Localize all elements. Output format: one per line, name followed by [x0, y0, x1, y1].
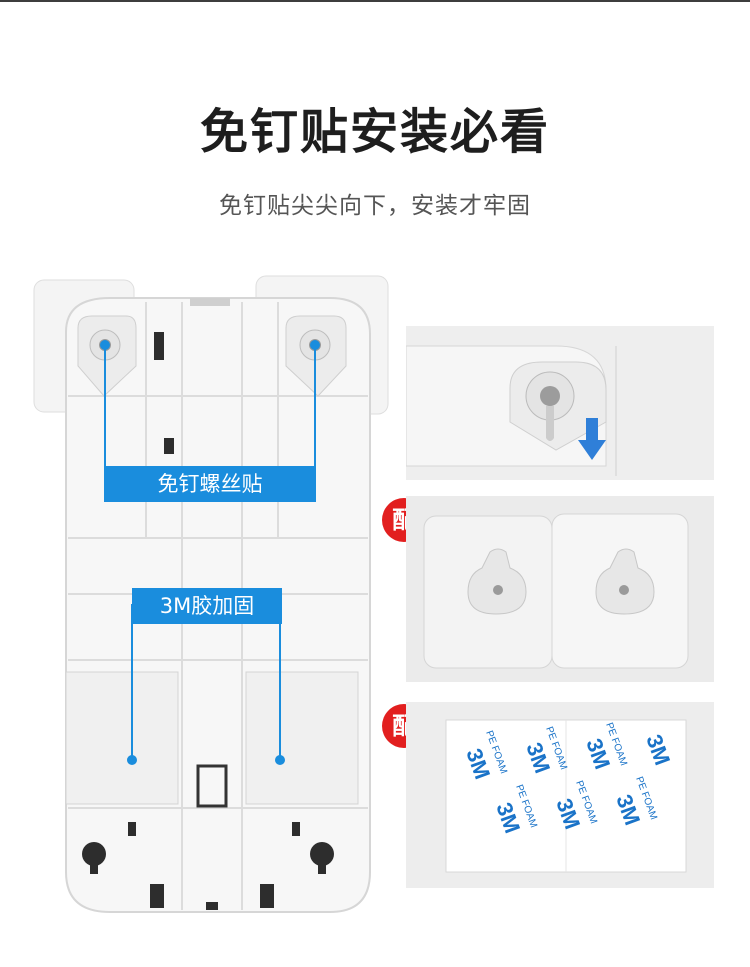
3m-tape-accessory-photo: 3M 3M 3M 3M 3M 3M 3M PE FOAM PE FOAM PE … [406, 702, 714, 888]
top-divider [0, 0, 750, 2]
3m-tape-illustration: 3M 3M 3M 3M 3M 3M 3M PE FOAM PE FOAM PE … [445, 719, 687, 873]
arrow-down-icon [578, 418, 606, 462]
3m-tape-label: 3M胶加固 [132, 588, 282, 624]
page-title: 免钉贴安装必看 [199, 104, 550, 160]
device-back-photo: 免钉螺丝贴 3M胶加固 [30, 242, 412, 967]
screw-sticker-label: 免钉螺丝贴 [104, 466, 316, 502]
screw-stickers-illustration [423, 513, 689, 669]
screw-sticker-accessory-photo [406, 496, 714, 682]
hook-closeup-photo [406, 326, 714, 480]
hook-closeup-illustration [406, 326, 714, 480]
page-subtitle: 免钉贴尖尖向下，安装才牢固 [219, 193, 531, 219]
